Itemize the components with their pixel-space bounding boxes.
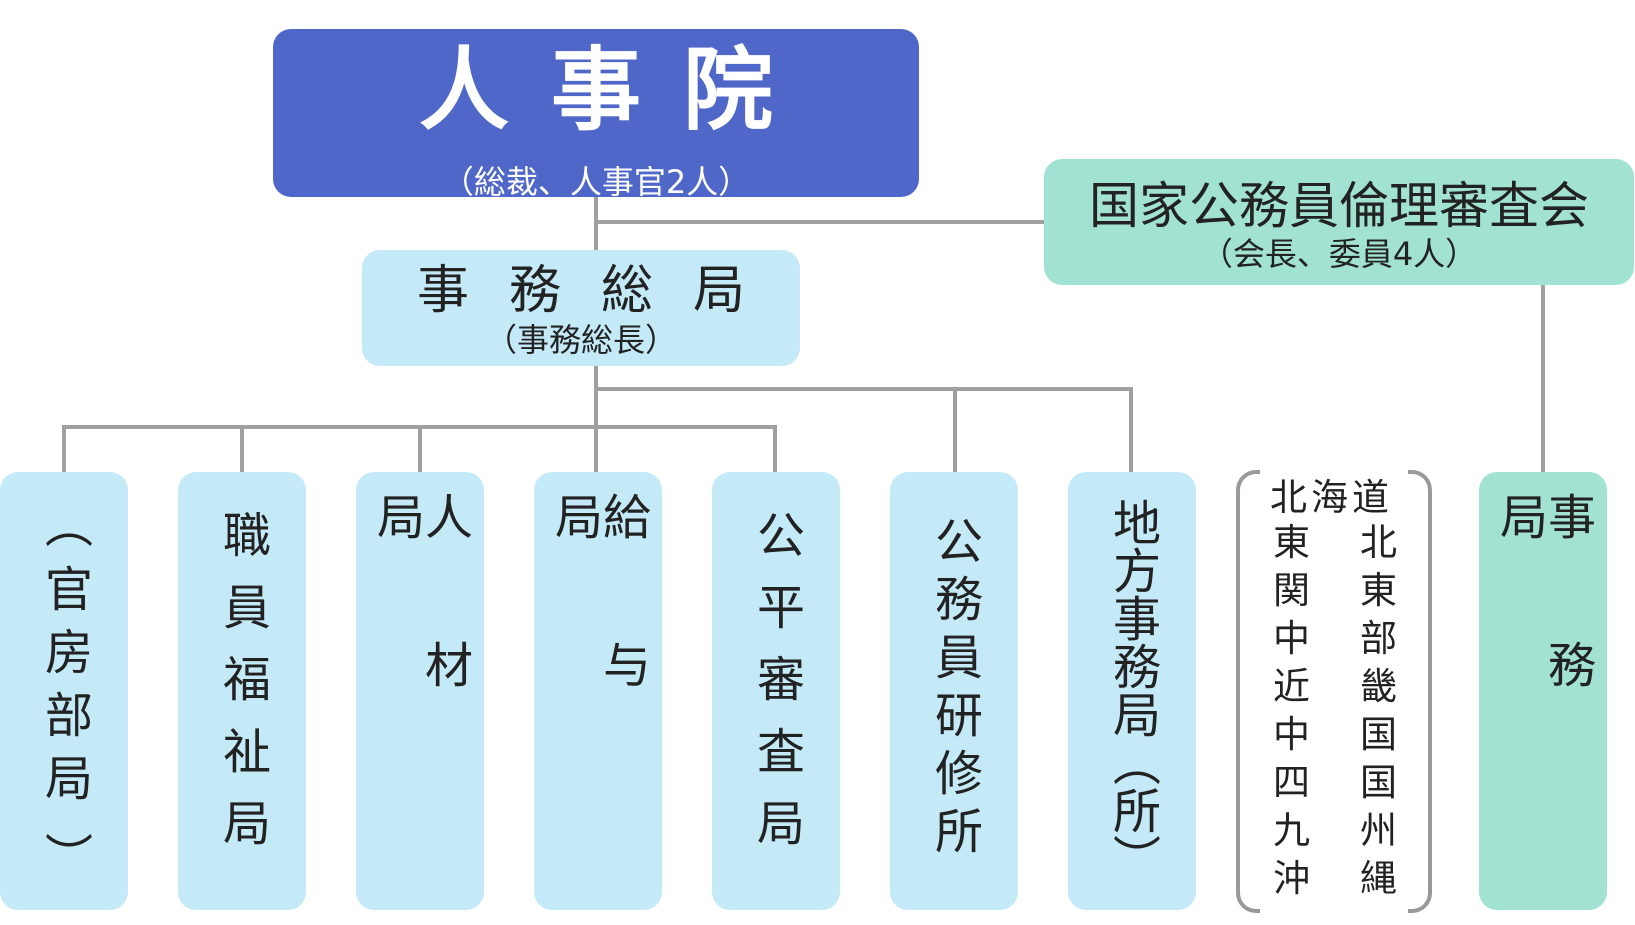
region-char: 九	[1273, 809, 1310, 852]
region-hokkaido: 北海道	[1270, 476, 1393, 519]
region-char: 国	[1360, 713, 1397, 756]
left-bracket	[1236, 470, 1260, 913]
region-char: 東	[1360, 569, 1397, 612]
bureau-chiho-jimukyoku: 地方事務局 （所）	[1068, 472, 1196, 910]
region-char: 縄	[1360, 857, 1397, 900]
bureau-kyuyo: 給与局	[534, 472, 662, 910]
bureau-shokuin-fukushi-label: 職員福祉局	[214, 510, 270, 870]
region-row: 中国	[1270, 713, 1400, 757]
region-char: 沖	[1273, 857, 1310, 900]
bureau-kanbo-paren-close: ）	[36, 832, 92, 880]
bureau-kanbo-paren-open: （	[36, 500, 92, 548]
ethics-secretariat: 事務局	[1479, 472, 1607, 910]
region-char: 部	[1360, 617, 1397, 660]
bureau-jinzai-label: 人材局	[368, 492, 472, 788]
bureau-chiho-jimukyoku-label: 地方事務局	[1104, 498, 1160, 738]
general-secretariat-subtitle: （事務総長）	[484, 321, 677, 359]
bureau-shokuin-fukushi: 職員福祉局	[178, 472, 306, 910]
region-row: 東北	[1270, 521, 1400, 565]
region-char: 北	[1360, 521, 1397, 564]
ethics-secretariat-label: 事務局	[1491, 492, 1595, 788]
ethics-board-box: 国家公務員倫理審査会 （会長、委員4人）	[1044, 159, 1634, 285]
bureau-komuin-kenshujo-label: 公務員研修所	[926, 516, 982, 864]
general-secretariat-title: 事務総局	[416, 261, 785, 321]
regional-offices-list: 北海道 東北 関東 中部 近畿 中国 四国 九州 沖縄	[1236, 470, 1432, 913]
bureau-kohei-shinsa: 公平審査局	[712, 472, 840, 910]
region-char: 中	[1273, 713, 1310, 756]
bureau-komuin-kenshujo: 公務員研修所	[890, 472, 1018, 910]
bureau-kanbo: （ 官房部局 ）	[0, 472, 128, 910]
bureau-chiho-jimukyoku-paren: （所）	[1104, 738, 1160, 882]
jinjiin-box: 人事院 （総裁、人事官2人）	[273, 29, 919, 201]
region-char: 州	[1360, 809, 1397, 852]
region-char: 四	[1273, 761, 1310, 804]
general-secretariat-box: 事務総局 （事務総長）	[362, 250, 800, 366]
ethics-board-title: 国家公務員倫理審査会	[1089, 177, 1589, 235]
region-row: 沖縄	[1270, 857, 1400, 901]
region-row: 近畿	[1270, 665, 1400, 709]
bureau-kanbo-label: 官房部局	[36, 564, 92, 816]
bureau-kohei-shinsa-label: 公平審査局	[748, 510, 804, 870]
region-row: 中部	[1270, 617, 1400, 661]
region-row: 関東	[1270, 569, 1400, 613]
ethics-board-subtitle: （会長、委員4人）	[1200, 235, 1478, 273]
region-row: 九州	[1270, 809, 1400, 853]
region-char: 国	[1360, 761, 1397, 804]
jinjiin-subtitle: （総裁、人事官2人）	[441, 163, 751, 201]
region-row: 四国	[1270, 761, 1400, 805]
region-char: 関	[1273, 569, 1310, 612]
bureau-jinzai: 人材局	[356, 472, 484, 910]
bureau-kyuyo-label: 給与局	[546, 492, 650, 788]
right-bracket	[1408, 470, 1432, 913]
region-char: 近	[1273, 665, 1310, 708]
region-char: 東	[1273, 521, 1310, 564]
region-char: 中	[1273, 617, 1310, 660]
jinjiin-title: 人事院	[419, 38, 815, 143]
region-char: 畿	[1360, 665, 1397, 708]
